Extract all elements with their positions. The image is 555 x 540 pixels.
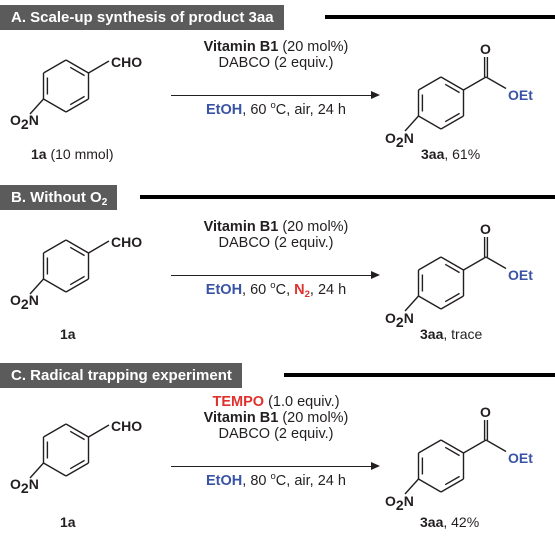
section-c-product: O OEt O2N <box>385 404 533 513</box>
section-c-sm-label: 1a <box>60 514 76 530</box>
section-b-product-label: 3aa, trace <box>420 326 483 342</box>
section-c: C. Radical trapping experiment CHO O2N 1… <box>0 363 555 540</box>
section-c-rule <box>284 373 555 377</box>
section-b-header: B. Without O2 <box>0 185 118 210</box>
section-c-product-label: 3aa, 42% <box>420 514 480 530</box>
section-a-header: A. Scale-up synthesis of product 3aa <box>0 5 284 30</box>
tempo-line: TEMPO (1.0 equiv.) <box>212 394 340 410</box>
svg-text:O2N: O2N <box>10 476 39 496</box>
base-line: DABCO (2 equiv.) <box>218 55 334 71</box>
svg-text:O2N: O2N <box>385 493 414 513</box>
section-a-product-label: 3aa, 61% <box>421 146 481 162</box>
section-b-sm-label: 1a <box>60 326 76 342</box>
svg-text:O2N: O2N <box>10 292 39 312</box>
section-a-starting-material: CHO O2N <box>10 54 142 132</box>
section-b: B. Without O2 CHO O2N 1a Vitamin B1 (20 … <box>0 185 555 355</box>
section-a-rule <box>325 15 555 19</box>
svg-text:O2N: O2N <box>385 310 414 330</box>
section-b-rule <box>140 195 555 199</box>
svg-text:O2N: O2N <box>10 112 39 132</box>
svg-text:O2N: O2N <box>385 130 414 150</box>
section-c-starting-material: CHO O2N <box>10 418 142 496</box>
section-a-product: O OEt O2N <box>385 41 533 150</box>
svg-text:OEt: OEt <box>508 267 533 283</box>
svg-text:O: O <box>480 404 491 420</box>
section-b-title: B. Without O <box>11 189 102 206</box>
svg-text:OEt: OEt <box>508 450 533 466</box>
section-a-title: A. Scale-up synthesis of product 3aa <box>11 9 274 26</box>
svg-text:CHO: CHO <box>111 234 142 250</box>
section-c-header: C. Radical trapping experiment <box>0 363 242 388</box>
section-a-sm-label: 1a (10 mmol) <box>31 146 114 162</box>
aldehyde-label: CHO <box>111 54 142 70</box>
section-c-conditions-bottom: EtOH, 80 oC, air, 24 h <box>206 471 346 489</box>
ethoxy-label: OEt <box>508 87 533 103</box>
section-a-reaction-arrow <box>171 89 380 101</box>
section-a-conditions-top: Vitamin B1 (20 mol%) DABCO (2 equiv.) <box>173 39 379 71</box>
catalyst-line: Vitamin B1 (20 mol%) <box>203 39 349 55</box>
section-c-title: C. Radical trapping experiment <box>11 367 232 384</box>
section-c-reaction-arrow <box>171 460 380 472</box>
section-b-reaction-arrow <box>171 269 380 281</box>
svg-text:CHO: CHO <box>111 418 142 434</box>
section-b-conditions-bottom: EtOH, 60 oC, N2, 24 h <box>205 280 347 300</box>
carbonyl-o-label: O <box>480 41 491 57</box>
svg-text:O: O <box>480 221 491 237</box>
section-b-conditions-top: Vitamin B1 (20 mol%) DABCO (2 equiv.) <box>203 219 349 251</box>
section-b-starting-material: CHO O2N <box>10 234 142 312</box>
section-a: A. Scale-up synthesis of product 3aa CHO… <box>0 5 555 175</box>
section-b-product: O OEt O2N <box>385 221 533 330</box>
section-a-conditions-bottom: EtOH, 60 oC, air, 24 h <box>206 100 346 118</box>
n2-atmosphere: N2 <box>294 282 310 300</box>
section-c-conditions-top: TEMPO (1.0 equiv.) Vitamin B1 (20 mol%) … <box>173 394 379 442</box>
